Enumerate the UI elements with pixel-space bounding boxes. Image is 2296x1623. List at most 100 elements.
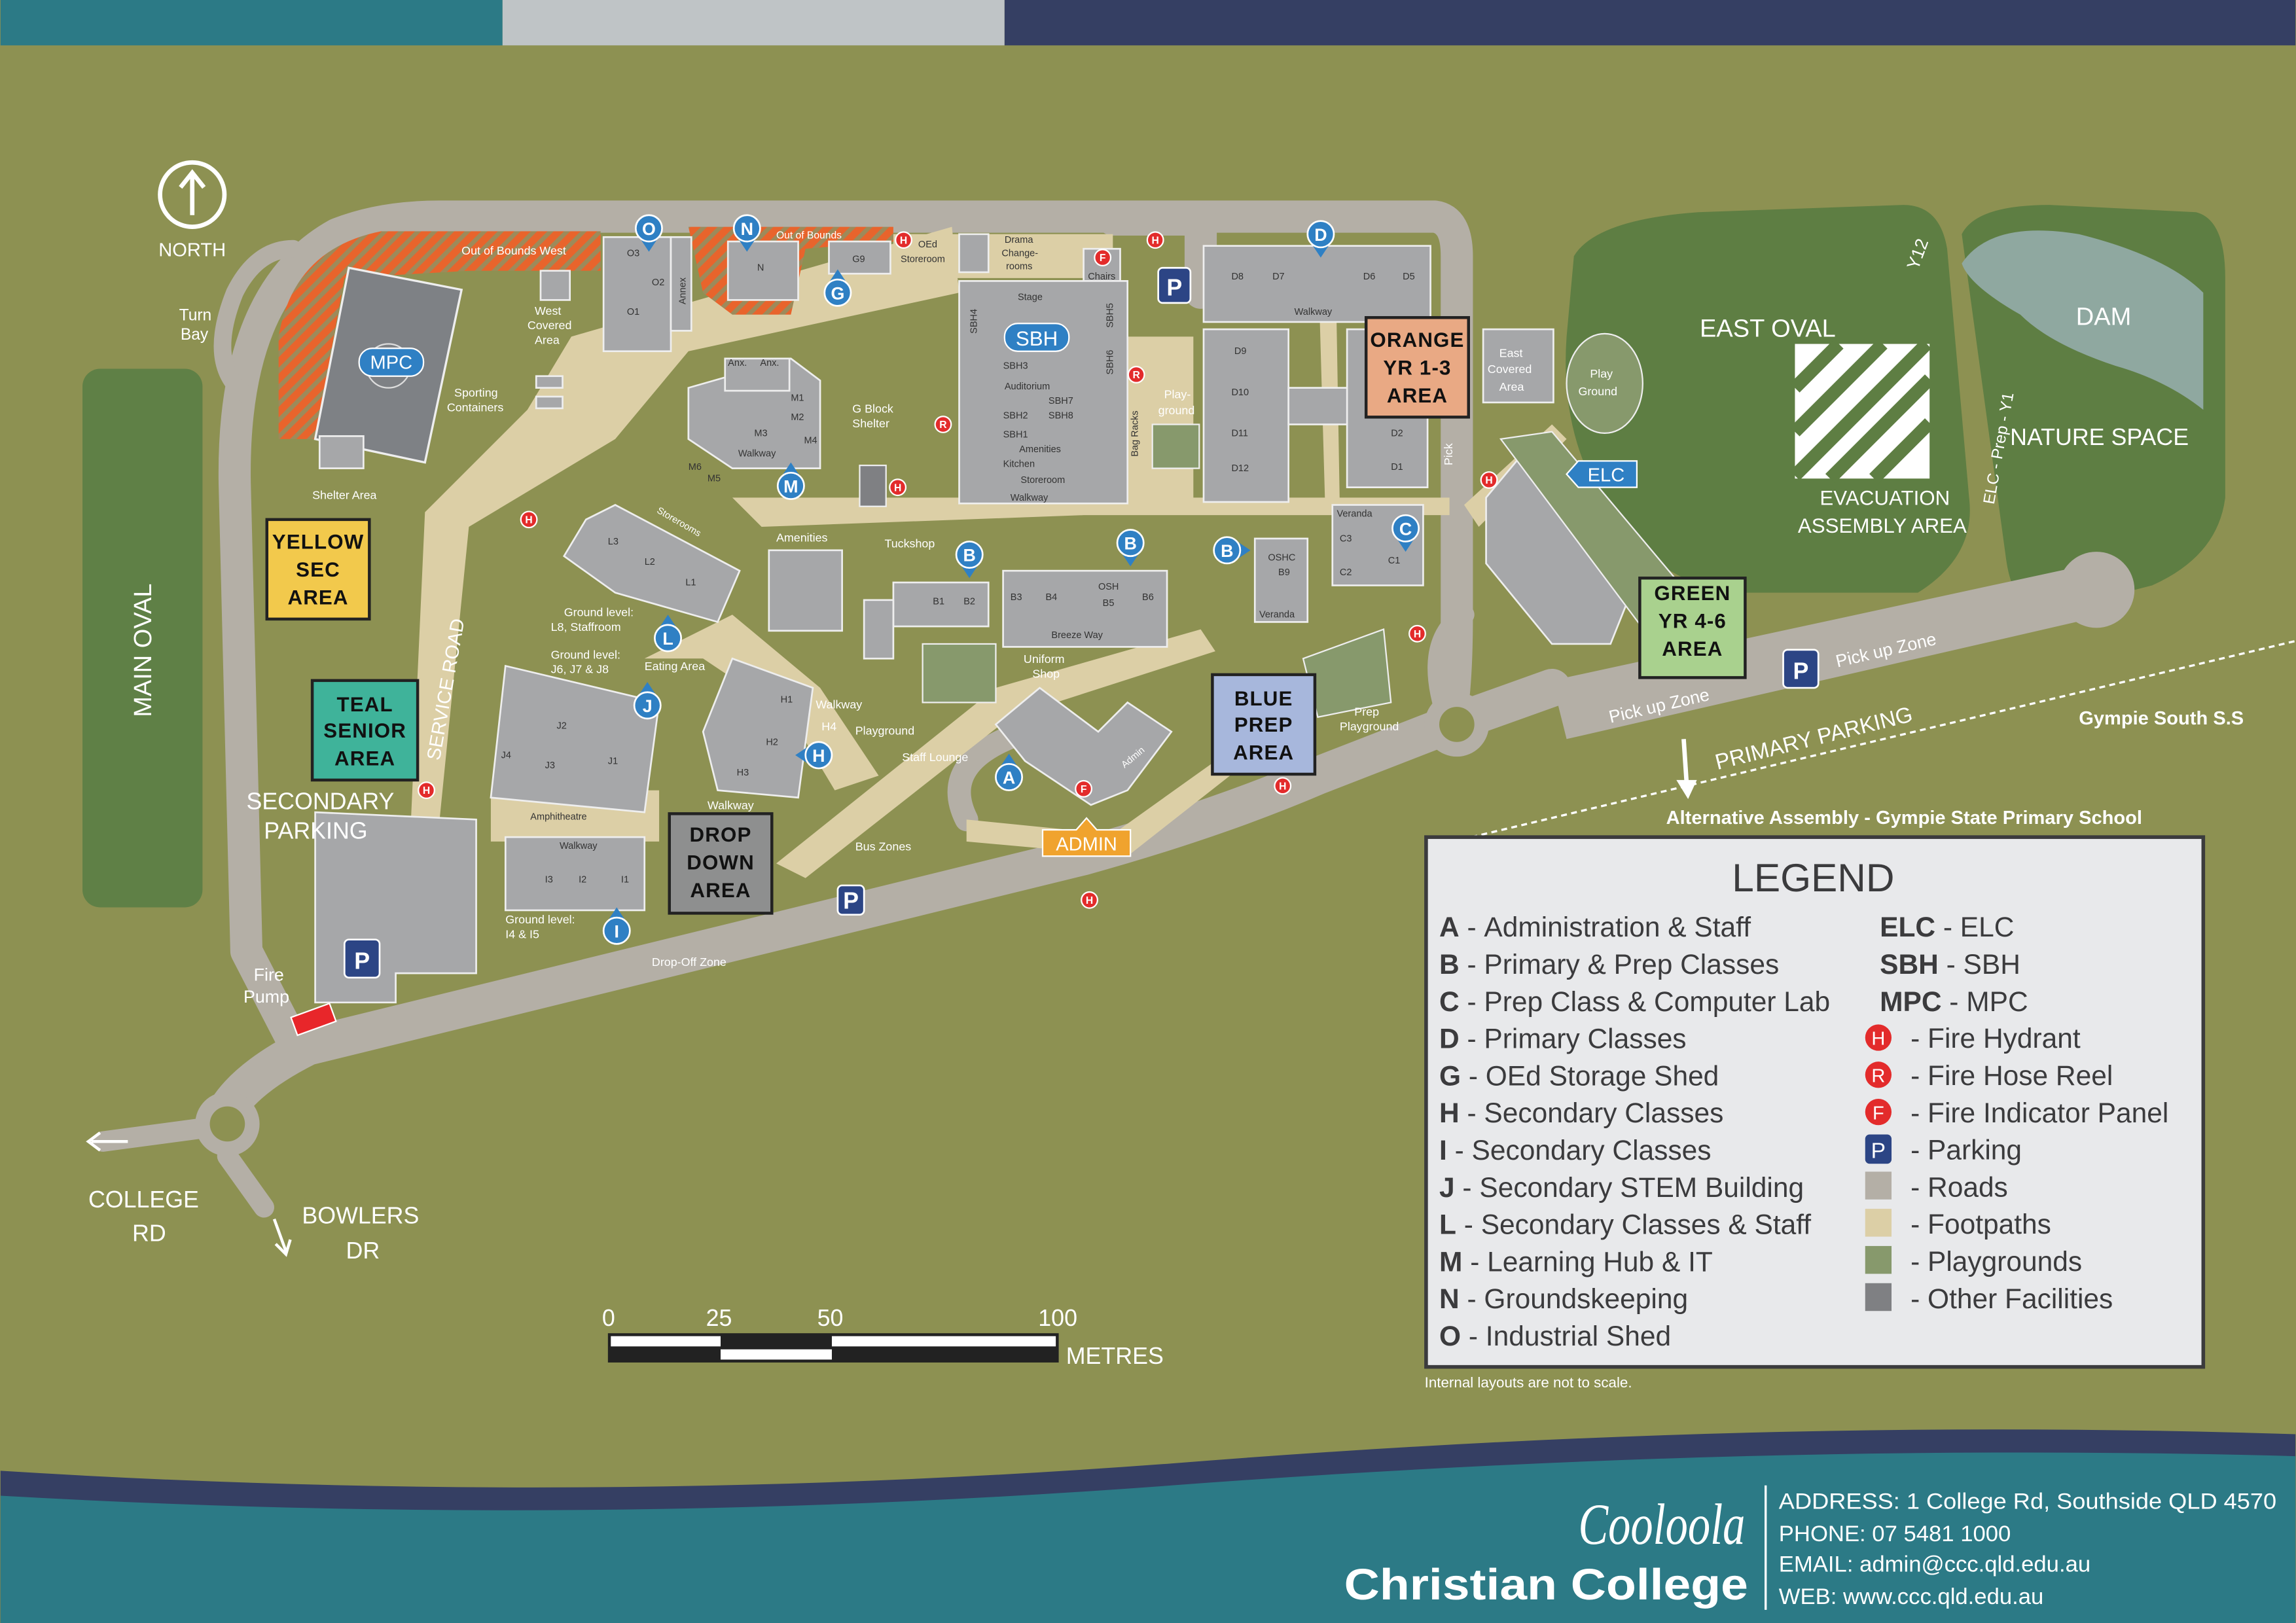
marker-h[interactable]: H bbox=[795, 741, 833, 770]
legend-desc: Secondary Classes & Staff bbox=[1481, 1210, 1812, 1241]
svg-text:OEd: OEd bbox=[918, 240, 937, 250]
legend-item: A - Administration & Staff bbox=[1439, 912, 1751, 943]
legend-desc: Primary Classes bbox=[1484, 1024, 1686, 1055]
marker-l[interactable]: L bbox=[654, 615, 682, 652]
svg-text:F: F bbox=[1873, 1103, 1884, 1124]
svg-text:Walkway: Walkway bbox=[1295, 307, 1333, 317]
legend-desc: Secondary Classes bbox=[1472, 1135, 1712, 1166]
marker-m[interactable]: M bbox=[776, 462, 805, 500]
svg-text:G - OEd Storage Shed: G - OEd Storage Shed bbox=[1439, 1061, 1719, 1092]
svg-text:R: R bbox=[1871, 1065, 1885, 1086]
legend-dash: - bbox=[1447, 1135, 1472, 1166]
svg-text:J3: J3 bbox=[545, 760, 555, 771]
sbh-marker[interactable]: SBH bbox=[1003, 323, 1070, 352]
legend-item: J - Secondary STEM Building bbox=[1439, 1173, 1804, 1204]
legend-desc: Groundskeeping bbox=[1484, 1284, 1688, 1315]
gympie-south-label: Gympie South S.S bbox=[2079, 708, 2244, 729]
marker-c[interactable]: C bbox=[1391, 514, 1420, 552]
svg-text:B: B bbox=[1124, 534, 1136, 554]
legend-code: N bbox=[1439, 1284, 1460, 1315]
legend-dash: - bbox=[1939, 950, 1964, 980]
north-arrow bbox=[158, 160, 227, 229]
svg-text:YR 1-3: YR 1-3 bbox=[1383, 356, 1451, 379]
svg-text:B3: B3 bbox=[1011, 592, 1022, 603]
svg-text:METRES: METRES bbox=[1066, 1343, 1164, 1369]
legend-abbrev-code: MPC bbox=[1880, 987, 1941, 1018]
svg-text:I2: I2 bbox=[579, 874, 586, 885]
svg-text:B - Primary & Prep Classes: B - Primary & Prep Classes bbox=[1439, 950, 1779, 980]
legend-dash: - bbox=[1935, 912, 1960, 943]
marker-b-2[interactable]: B bbox=[1116, 529, 1145, 567]
svg-text:H3: H3 bbox=[737, 768, 749, 778]
marker-a[interactable]: A bbox=[995, 753, 1024, 791]
roundabout-west-island bbox=[209, 1106, 245, 1142]
svg-text:0: 0 bbox=[602, 1305, 615, 1331]
svg-text:- Other Facilities: - Other Facilities bbox=[1910, 1284, 2113, 1315]
svg-text:AREA: AREA bbox=[1387, 384, 1448, 407]
main-oval bbox=[82, 368, 203, 908]
parking-icon: P bbox=[1865, 1134, 1892, 1164]
fire-hose-reel-icon: R bbox=[934, 416, 952, 433]
svg-text:ORANGE: ORANGE bbox=[1370, 329, 1464, 351]
svg-text:N - Groundskeeping: N - Groundskeeping bbox=[1439, 1284, 1688, 1315]
parking-icon: P bbox=[343, 938, 381, 979]
svg-text:Walkway: Walkway bbox=[816, 698, 862, 711]
svg-text:SBH8: SBH8 bbox=[1049, 411, 1073, 421]
out-of-bounds-label: Out of Bounds bbox=[776, 230, 842, 241]
fire-hydrant-icon: H bbox=[1480, 471, 1498, 489]
svg-text:Area: Area bbox=[535, 334, 560, 347]
svg-text:Anx.: Anx. bbox=[728, 358, 747, 368]
svg-text:H - Secondary Classes: H - Secondary Classes bbox=[1439, 1098, 1723, 1129]
fire-hydrant-icon: H bbox=[1146, 231, 1164, 249]
svg-text:I: I bbox=[615, 921, 619, 941]
legend-abbrev-code: SBH bbox=[1880, 950, 1939, 980]
svg-text:H2: H2 bbox=[766, 737, 778, 747]
legend-symbol-desc: Footpaths bbox=[1928, 1209, 2051, 1240]
svg-text:Area: Area bbox=[1499, 380, 1524, 393]
legend-desc: Secondary Classes bbox=[1484, 1098, 1723, 1129]
svg-text:Annex: Annex bbox=[677, 277, 688, 304]
svg-text:C3: C3 bbox=[1340, 533, 1352, 544]
svg-text:D5: D5 bbox=[1403, 272, 1415, 282]
fire-hydrant-icon: H bbox=[520, 510, 538, 529]
legend-symbol-item: R- Fire Hose Reel bbox=[1865, 1061, 2113, 1092]
svg-text:J: J bbox=[643, 696, 653, 716]
marker-i[interactable]: I bbox=[602, 907, 631, 945]
admin-marker[interactable]: ADMIN bbox=[1041, 817, 1132, 857]
svg-text:M - Learning Hub & IT: M - Learning Hub & IT bbox=[1439, 1247, 1713, 1277]
marker-g[interactable]: G bbox=[823, 269, 852, 307]
marker-j[interactable]: J bbox=[633, 682, 662, 720]
header-bar-grey bbox=[502, 0, 1005, 46]
marker-b-3[interactable]: B bbox=[1213, 536, 1251, 565]
legend-abbrev: MPC - MPC bbox=[1880, 987, 2028, 1018]
svg-text:Ground level:: Ground level: bbox=[551, 648, 620, 661]
svg-text:I4 & I5: I4 & I5 bbox=[505, 927, 539, 940]
mpc-marker[interactable]: MPC bbox=[358, 348, 425, 377]
legend-dash: - bbox=[1456, 1210, 1481, 1241]
svg-text:C: C bbox=[1399, 519, 1412, 539]
svg-text:H1: H1 bbox=[781, 694, 793, 705]
svg-text:P: P bbox=[1793, 658, 1808, 685]
legend-symbol-desc: Roads bbox=[1928, 1172, 2008, 1203]
svg-text:Breeze Way: Breeze Way bbox=[1051, 630, 1103, 641]
marker-d[interactable]: D bbox=[1306, 220, 1335, 258]
marker-n[interactable]: N bbox=[732, 214, 761, 252]
svg-text:DROP: DROP bbox=[690, 823, 752, 846]
svg-text:YR 4-6: YR 4-6 bbox=[1659, 609, 1727, 632]
marker-b-1[interactable]: B bbox=[955, 541, 984, 579]
bowlers-dr-label-2: DR bbox=[346, 1238, 380, 1264]
legend-desc: Administration & Staff bbox=[1484, 912, 1751, 943]
svg-text:Bus Zones: Bus Zones bbox=[855, 840, 912, 853]
svg-text:DOWN: DOWN bbox=[687, 851, 755, 874]
legend-code: M bbox=[1439, 1247, 1462, 1277]
marker-o[interactable]: O bbox=[634, 214, 663, 252]
legend-desc: Prep Class & Computer Lab bbox=[1484, 987, 1830, 1018]
footer-wave-teal bbox=[0, 1452, 2296, 1623]
svg-text:- Playgrounds: - Playgrounds bbox=[1910, 1247, 2082, 1277]
elc-marker[interactable]: ELC bbox=[1566, 460, 1638, 488]
playgrounds-swatch bbox=[1865, 1245, 1892, 1274]
svg-text:B: B bbox=[963, 546, 975, 565]
legend-dash: - bbox=[1461, 1321, 1486, 1352]
parking-icon: P bbox=[1782, 649, 1820, 689]
